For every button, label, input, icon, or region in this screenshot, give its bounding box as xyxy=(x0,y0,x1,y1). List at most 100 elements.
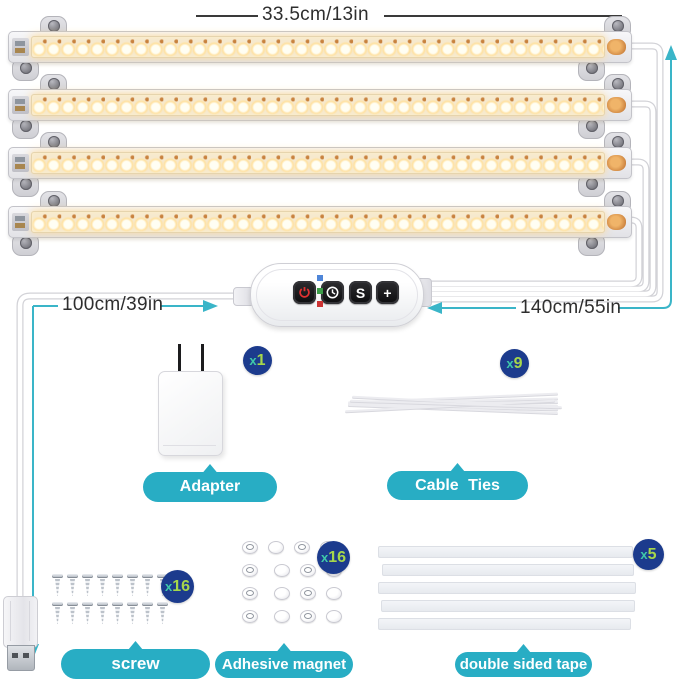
badge-x: x xyxy=(249,353,257,368)
brightness-plus-button: + xyxy=(376,281,399,304)
usb-cable-length-label: 100cm/39in xyxy=(62,294,164,315)
adhesive-magnet-item xyxy=(274,610,290,623)
screw-item xyxy=(125,574,140,599)
screw-item xyxy=(80,574,95,599)
led-bar-housing xyxy=(8,206,632,238)
callout-pointer-icon xyxy=(276,643,292,652)
double-sided-tape-label: double sided tape xyxy=(455,644,592,677)
tape-strip xyxy=(378,546,633,558)
arrowhead-left-icon xyxy=(427,302,442,314)
badge-number: 16 xyxy=(328,548,347,566)
adhesive-magnet-item xyxy=(242,587,258,600)
cable-cores xyxy=(17,43,663,598)
screw-item xyxy=(125,602,140,627)
screw-item xyxy=(110,574,125,599)
screw-shank xyxy=(115,607,120,624)
screw-item xyxy=(65,602,80,627)
bar-wire-end xyxy=(607,39,626,55)
adhesive-magnet-item xyxy=(242,564,258,577)
tape-strip xyxy=(382,564,634,576)
screw-shank xyxy=(55,579,60,596)
usb-plug xyxy=(3,596,38,671)
badge-x: x xyxy=(164,579,173,594)
inline-controller: S + xyxy=(250,263,424,327)
screw-head xyxy=(82,602,93,606)
adapter-label-text: Adapter xyxy=(179,478,241,495)
bar-end-connector xyxy=(12,38,29,56)
adhesive-magnet-item xyxy=(294,541,310,554)
adhesive-magnet-item xyxy=(268,541,284,554)
controller-face xyxy=(256,269,418,321)
usb-metal-tip xyxy=(7,645,35,671)
screw-shank xyxy=(115,579,120,596)
screw-item xyxy=(95,602,110,627)
clock-icon xyxy=(326,286,339,299)
bar-end-connector xyxy=(12,154,29,172)
badge-x: x xyxy=(506,356,514,371)
screw-shank xyxy=(70,579,75,596)
screw-shank xyxy=(85,607,90,624)
screw-item xyxy=(80,602,95,627)
screw-shank xyxy=(85,579,90,596)
screw-head xyxy=(52,574,63,578)
double-sided-tape-label-text: double sided tape xyxy=(459,656,588,673)
adhesive-magnet-label-text: Adhesive magnet xyxy=(221,656,347,673)
badge-number: 16 xyxy=(172,577,191,595)
timer-button xyxy=(321,281,344,304)
power-icon xyxy=(299,287,310,298)
bar-end-connector xyxy=(12,213,29,231)
arrowhead-right-icon xyxy=(203,300,218,312)
screw-item xyxy=(65,574,80,599)
screw-head xyxy=(67,574,78,578)
screw-item xyxy=(155,602,170,627)
adhesive-magnet-item xyxy=(242,541,258,554)
screw-head xyxy=(97,574,108,578)
screw-head xyxy=(127,574,138,578)
blue-indicator xyxy=(317,275,323,281)
led-bar xyxy=(0,16,679,81)
adhesive-magnet-item xyxy=(242,610,258,623)
led-bar xyxy=(0,74,679,139)
badge-number: 5 xyxy=(647,545,657,563)
badge-x: x xyxy=(320,550,329,565)
screw-head xyxy=(157,602,168,606)
tape-strip xyxy=(378,582,636,594)
adhesive-magnet-item xyxy=(300,610,316,623)
adhesive-magnet-item xyxy=(326,587,342,600)
led-strip xyxy=(31,152,605,174)
screw-head xyxy=(112,574,123,578)
screw-head xyxy=(142,574,153,578)
usb-cable-dimension-line xyxy=(32,305,204,644)
screw-item xyxy=(50,574,65,599)
power-button xyxy=(293,281,316,304)
adhesive-magnet-item xyxy=(274,587,290,600)
screw-label-text: screw xyxy=(111,654,160,673)
screw-shank xyxy=(145,607,150,624)
led-bar-housing xyxy=(8,31,632,63)
adapter-prong xyxy=(201,344,204,374)
bar-length-label: 33.5cm/13in xyxy=(262,4,369,25)
bar-wire-end xyxy=(607,214,626,230)
bar-wire-end xyxy=(607,155,626,171)
screw-shank xyxy=(100,579,105,596)
cable-ties-group xyxy=(345,392,563,422)
led-bar xyxy=(0,132,679,197)
bar-wire-end xyxy=(607,97,626,113)
callout-pointer-icon xyxy=(450,463,465,472)
led-bar-housing xyxy=(8,147,632,179)
screw-head xyxy=(82,574,93,578)
cable-ties-label: Cable Ties xyxy=(387,463,528,500)
tape-group xyxy=(378,546,636,636)
adapter-prong xyxy=(178,344,181,374)
screw-head xyxy=(52,602,63,606)
screw-item xyxy=(50,602,65,627)
screw-shank xyxy=(145,579,150,596)
screw-head xyxy=(127,602,138,606)
screw-head xyxy=(97,602,108,606)
screw-shank xyxy=(70,607,75,624)
